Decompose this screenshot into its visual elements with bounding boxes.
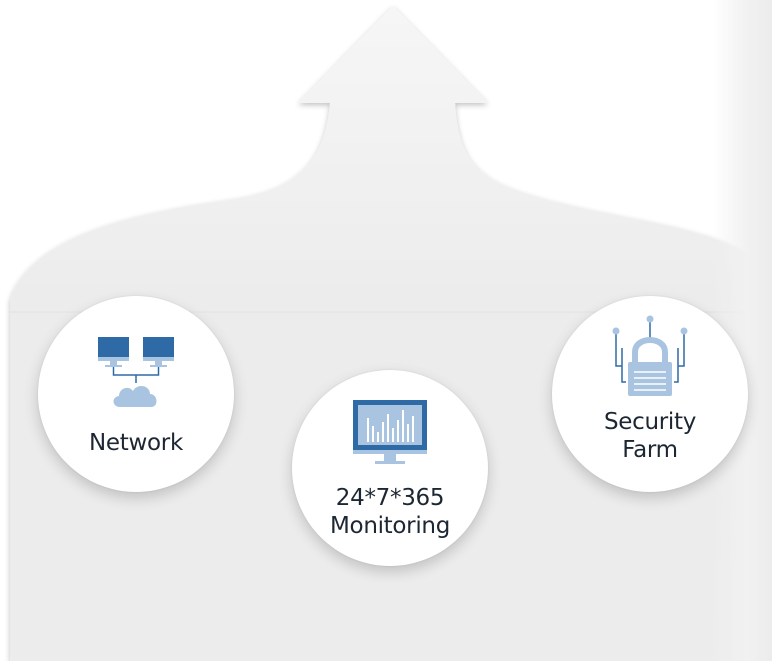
security-label-line1: Security: [603, 409, 697, 435]
network-cloud-icon: [98, 337, 174, 407]
padlock-circuit-icon: [612, 315, 688, 396]
monitoring-card: 24*7*365 Monitoring: [292, 370, 488, 566]
network-card: Network: [38, 296, 234, 492]
monitoring-label-line1: 24*7*365: [335, 485, 445, 511]
monitor-chart-icon: [353, 400, 427, 464]
security-card: Security Farm: [552, 296, 748, 492]
network-label: Network: [89, 430, 183, 456]
security-label-line2: Farm: [622, 437, 678, 463]
monitoring-label-line2: Monitoring: [330, 513, 450, 539]
